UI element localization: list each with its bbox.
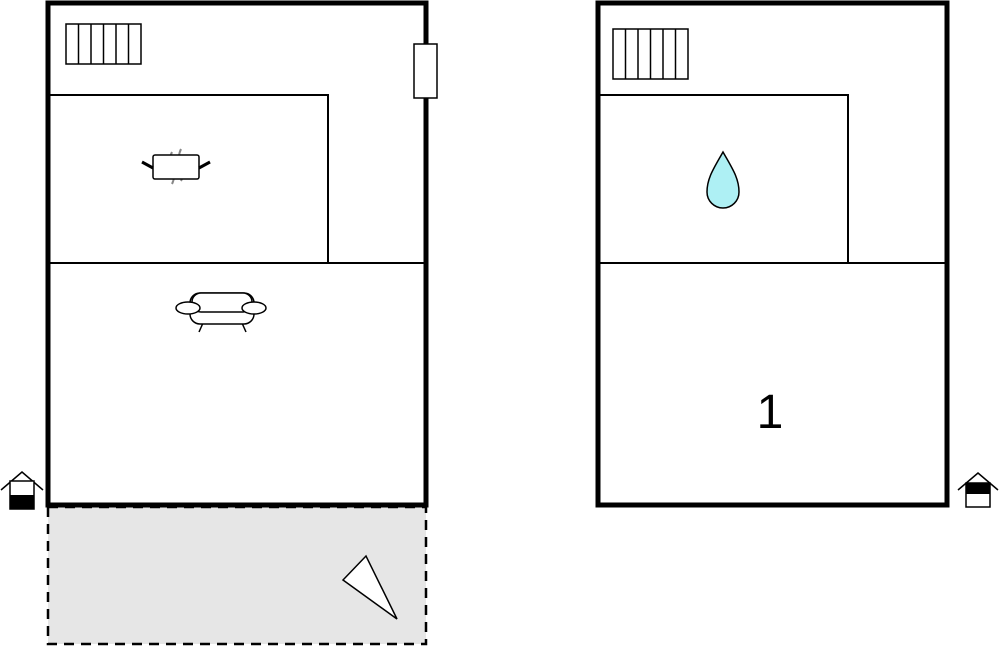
room-number-label: 1 bbox=[757, 386, 784, 439]
bathroom-wall bbox=[598, 94, 849, 263]
water-drop-icon bbox=[706, 150, 740, 209]
radiator-icon bbox=[65, 23, 142, 65]
entrance-house-icon bbox=[0, 471, 44, 510]
radiator-icon bbox=[612, 28, 689, 80]
kitchen-wall bbox=[48, 94, 329, 263]
upper-floor-plan: 1 bbox=[595, 0, 999, 508]
cooking-pot-icon bbox=[141, 148, 211, 185]
terrace-triangle-icon bbox=[341, 554, 398, 620]
outer-wall bbox=[45, 0, 429, 508]
outer-wall bbox=[595, 0, 950, 508]
entrance-house-icon bbox=[957, 472, 999, 508]
sofa-icon bbox=[175, 292, 267, 333]
ground-floor-plan bbox=[0, 0, 438, 646]
window-icon bbox=[413, 43, 438, 99]
